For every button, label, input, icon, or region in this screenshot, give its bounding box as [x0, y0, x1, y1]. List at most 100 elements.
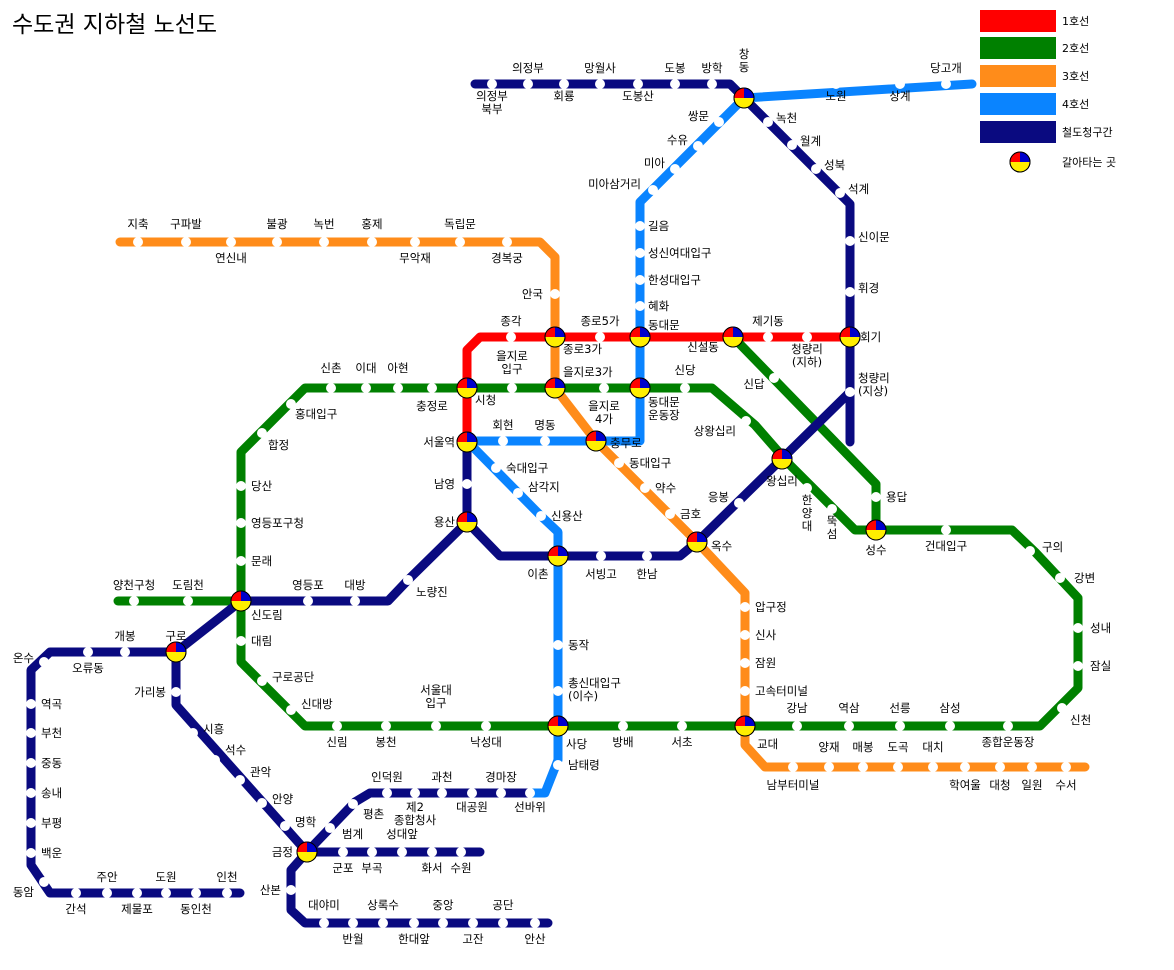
station-dot[interactable] [236, 556, 246, 566]
station-dot[interactable] [595, 79, 605, 89]
station-dot[interactable] [39, 877, 49, 887]
station-dot[interactable] [350, 596, 360, 606]
station-dot[interactable] [361, 383, 371, 393]
station-dot[interactable] [133, 237, 143, 247]
station-dot[interactable] [257, 798, 267, 808]
station-dot[interactable] [941, 79, 951, 89]
station-dot[interactable] [530, 918, 540, 928]
station-dot[interactable] [640, 483, 650, 493]
station-dot[interactable] [496, 788, 506, 798]
station-dot[interactable] [707, 79, 717, 89]
station-dot[interactable] [26, 848, 36, 858]
station-dot[interactable] [507, 383, 517, 393]
station-dot[interactable] [161, 888, 171, 898]
station-dot[interactable] [397, 847, 407, 857]
station-dot[interactable] [599, 383, 609, 393]
station-dot[interactable] [845, 387, 855, 397]
station-dot[interactable] [941, 525, 951, 535]
station-dot[interactable] [787, 140, 797, 150]
station-dot[interactable] [665, 509, 675, 519]
station-dot[interactable] [893, 762, 903, 772]
station-dot[interactable] [410, 237, 420, 247]
station-dot[interactable] [491, 463, 501, 473]
station-dot[interactable] [487, 79, 497, 89]
station-dot[interactable] [403, 575, 413, 585]
station-dot[interactable] [325, 823, 335, 833]
station-dot[interactable] [210, 755, 220, 765]
station-dot[interactable] [257, 428, 267, 438]
station-dot[interactable] [129, 596, 139, 606]
station-dot[interactable] [960, 762, 970, 772]
station-dot[interactable] [39, 657, 49, 667]
station-dot[interactable] [183, 596, 193, 606]
station-dot[interactable] [792, 721, 802, 731]
station-dot[interactable] [1025, 546, 1035, 556]
station-dot[interactable] [635, 221, 645, 231]
station-dot[interactable] [740, 686, 750, 696]
station-dot[interactable] [338, 847, 348, 857]
station-dot[interactable] [348, 918, 358, 928]
station-dot[interactable] [272, 237, 282, 247]
station-dot[interactable] [540, 436, 550, 446]
station-dot[interactable] [871, 492, 881, 502]
station-dot[interactable] [319, 918, 329, 928]
station-dot[interactable] [427, 383, 437, 393]
station-dot[interactable] [895, 79, 905, 89]
station-dot[interactable] [410, 788, 420, 798]
station-dot[interactable] [26, 818, 36, 828]
station-dot[interactable] [26, 699, 36, 709]
station-dot[interactable] [1057, 703, 1067, 713]
station-dot[interactable] [677, 721, 687, 731]
station-dot[interactable] [1073, 623, 1083, 633]
station-dot[interactable] [553, 640, 563, 650]
station-dot[interactable] [236, 636, 246, 646]
station-dot[interactable] [498, 436, 508, 446]
station-dot[interactable] [437, 788, 447, 798]
station-dot[interactable] [845, 287, 855, 297]
station-dot[interactable] [431, 721, 441, 731]
station-dot[interactable] [120, 647, 130, 657]
station-dot[interactable] [378, 918, 388, 928]
station-dot[interactable] [714, 117, 724, 127]
station-dot[interactable] [280, 821, 290, 831]
station-dot[interactable] [102, 888, 112, 898]
station-dot[interactable] [1003, 721, 1013, 731]
station-dot[interactable] [670, 79, 680, 89]
station-dot[interactable] [132, 888, 142, 898]
station-dot[interactable] [642, 551, 652, 561]
station-dot[interactable] [222, 888, 232, 898]
station-dot[interactable] [769, 373, 779, 383]
station-dot[interactable] [236, 518, 246, 528]
station-dot[interactable] [438, 918, 448, 928]
station-dot[interactable] [498, 918, 508, 928]
station-dot[interactable] [596, 551, 606, 561]
station-dot[interactable] [367, 847, 377, 857]
station-dot[interactable] [928, 762, 938, 772]
station-dot[interactable] [670, 164, 680, 174]
station-dot[interactable] [553, 760, 563, 770]
station-dot[interactable] [326, 383, 336, 393]
station-dot[interactable] [595, 332, 605, 342]
station-dot[interactable] [788, 762, 798, 772]
station-dot[interactable] [633, 79, 643, 89]
station-dot[interactable] [468, 918, 478, 928]
station-dot[interactable] [1061, 762, 1071, 772]
station-dot[interactable] [188, 728, 198, 738]
station-dot[interactable] [481, 721, 491, 731]
station-dot[interactable] [181, 237, 191, 247]
station-dot[interactable] [523, 79, 533, 89]
station-dot[interactable] [618, 721, 628, 731]
station-dot[interactable] [614, 458, 624, 468]
station-dot[interactable] [811, 164, 821, 174]
station-dot[interactable] [462, 479, 472, 489]
station-dot[interactable] [171, 687, 181, 697]
station-dot[interactable] [286, 885, 296, 895]
station-dot[interactable] [332, 721, 342, 731]
station-dot[interactable] [845, 236, 855, 246]
station-dot[interactable] [635, 301, 645, 311]
station-dot[interactable] [513, 488, 523, 498]
station-dot[interactable] [740, 602, 750, 612]
station-dot[interactable] [559, 79, 569, 89]
station-dot[interactable] [26, 788, 36, 798]
station-dot[interactable] [26, 758, 36, 768]
